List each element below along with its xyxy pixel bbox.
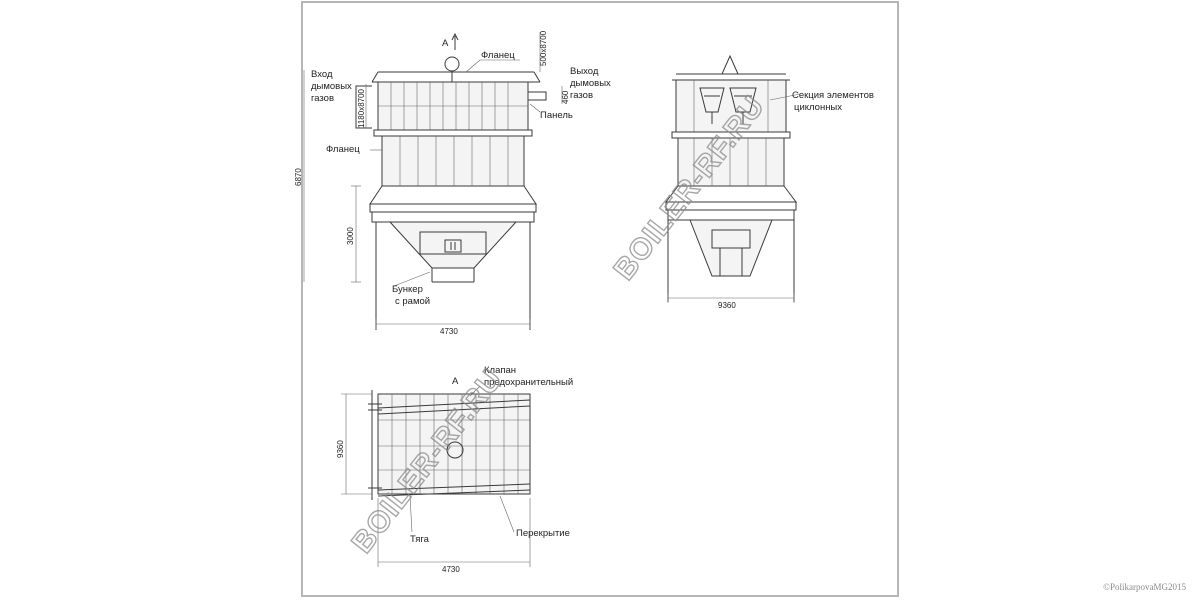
valve-label-2: предохранительный xyxy=(484,377,573,388)
hopper-height-dim: 3000 xyxy=(346,227,355,245)
total-height-dim: 6870 xyxy=(294,168,303,186)
section-label-2: циклонных xyxy=(794,102,842,113)
front-view-a-label: A xyxy=(442,38,449,49)
flange-size-dim: 500х8700 xyxy=(539,30,548,66)
plan-width-dim: 4730 xyxy=(442,565,460,574)
outlet-label-1: Выход xyxy=(570,66,599,77)
flange-left-label: Фланец xyxy=(326,144,360,155)
front-view xyxy=(303,32,563,330)
flange-top-label: Фланец xyxy=(481,50,515,61)
slab-label: Перекрытие xyxy=(516,528,570,539)
outlet-label-3: газов xyxy=(570,90,593,101)
side-view xyxy=(665,54,801,303)
front-width-dim: 4730 xyxy=(440,327,458,336)
side-width-dim: 9360 xyxy=(718,301,736,310)
hopper-label-2: с рамой xyxy=(395,296,430,307)
rod-label: Тяга xyxy=(410,534,430,545)
plan-view xyxy=(341,385,531,567)
section-label-1: Секция элементов xyxy=(792,90,874,101)
plan-a-label: A xyxy=(452,376,459,387)
hopper-label-1: Бункер xyxy=(392,284,423,295)
inlet-label-3: газов xyxy=(311,93,334,104)
valve-label-1: Клапан xyxy=(484,365,516,376)
inlet-label-1: Вход xyxy=(311,69,333,80)
copyright-text: ©PolikarpovaMG2015 xyxy=(1103,582,1186,592)
inlet-label-2: дымовых xyxy=(311,81,352,92)
panel-label: Панель xyxy=(540,110,573,121)
outlet-gap-dim: 460 xyxy=(561,90,570,104)
drawing-frame xyxy=(301,1,899,597)
plan-depth-dim: 9360 xyxy=(336,440,345,458)
outlet-label-2: дымовых xyxy=(570,78,611,89)
inlet-size-dim: 1180х8700 xyxy=(357,88,366,128)
